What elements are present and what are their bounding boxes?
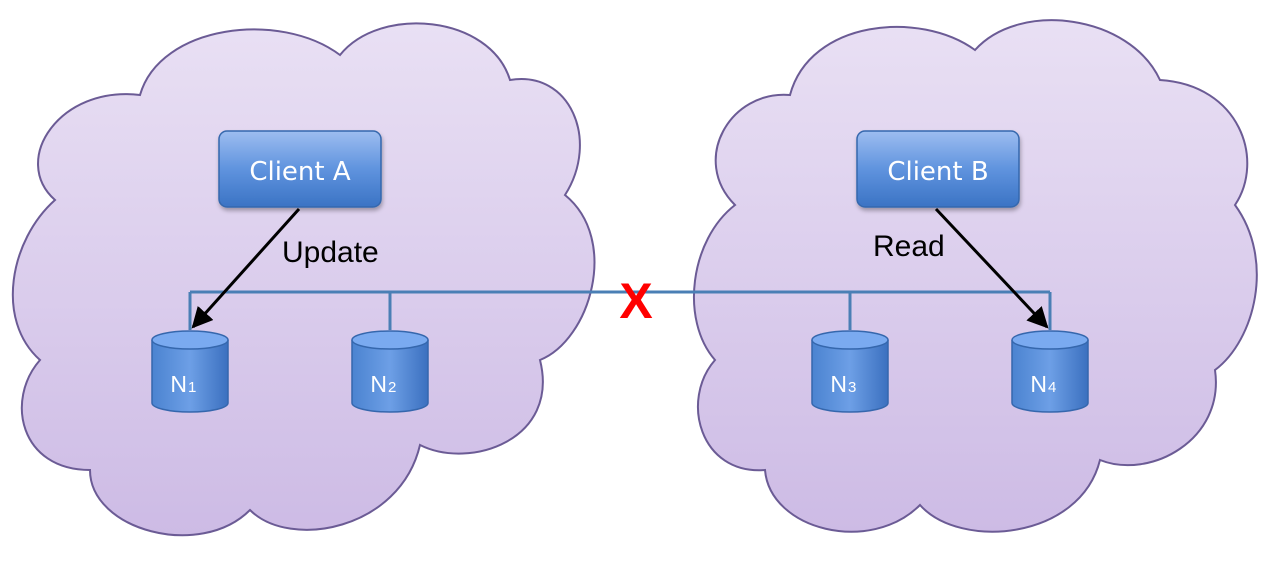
node-n4: N 4	[1011, 330, 1089, 413]
client-a-box	[218, 130, 382, 208]
read-arrow	[934, 207, 1049, 329]
node-n3: N 3	[811, 330, 889, 413]
update-arrow	[191, 207, 301, 329]
node-n1-sub: 1	[188, 379, 196, 396]
node-n2-letter: N	[370, 371, 387, 397]
read-label: Read	[873, 230, 945, 263]
client-a-label: Client A	[249, 157, 351, 187]
update-label: Update	[282, 236, 379, 269]
cloud-left	[11, 22, 596, 537]
client-b-label: Client B	[887, 157, 988, 187]
node-n1-letter: N	[170, 371, 187, 397]
node-n3-sub: 3	[848, 379, 856, 396]
network-bus	[188, 290, 1052, 330]
node-n2: N 2	[351, 330, 429, 413]
node-n2-sub: 2	[388, 379, 396, 396]
client-b-box	[856, 130, 1020, 208]
node-n1: N 1	[151, 330, 229, 413]
partition-mark: X	[619, 273, 652, 329]
node-n3-letter: N	[830, 371, 847, 397]
node-n4-sub: 4	[1048, 379, 1056, 396]
cloud-right	[693, 19, 1258, 533]
node-n4-letter: N	[1030, 371, 1047, 397]
